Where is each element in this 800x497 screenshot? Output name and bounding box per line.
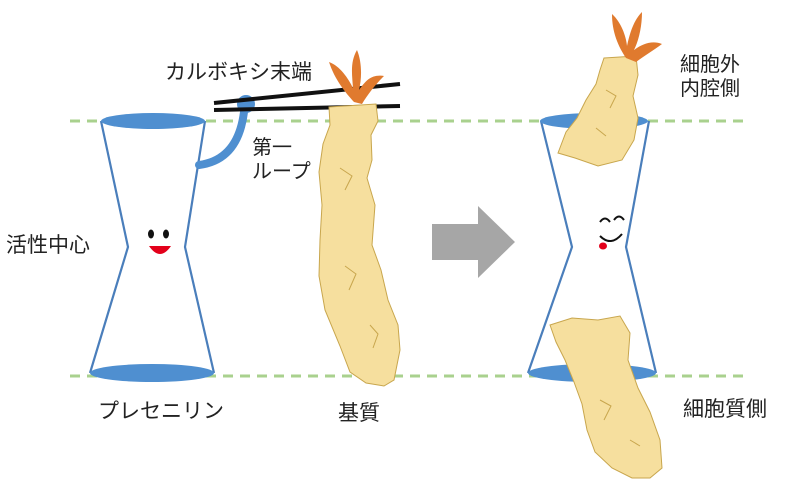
label-extracellular: 細胞外 内腔側 [680, 52, 740, 100]
substrate-tip-right [612, 12, 662, 62]
label-substrate: 基質 [338, 401, 380, 425]
label-presenilin: プレセニリン [98, 399, 224, 423]
label-first-loop-line1: 第一 [252, 135, 292, 159]
substrate-fragment-top [557, 12, 662, 167]
first-loop [195, 108, 248, 169]
label-cytoplasmic: 細胞質側 [683, 397, 767, 421]
face-right-tongue [599, 242, 607, 250]
label-first-loop-line2: ループ [252, 159, 311, 183]
face-right-mouth [599, 233, 623, 242]
face-left-eye-2 [163, 229, 169, 239]
substrate-tip-middle [329, 50, 384, 104]
face-right [599, 215, 625, 250]
label-active-site: 活性中心 [6, 233, 90, 257]
face-right-eye [599, 217, 611, 223]
transition-arrow [432, 206, 515, 278]
label-extracellular-line1: 細胞外 [680, 52, 740, 76]
label-extracellular-line2: 内腔側 [680, 76, 740, 100]
face-right-eye-2 [613, 215, 625, 221]
presenilin-left [88, 113, 216, 382]
face-left-smile [149, 246, 171, 254]
presenilin-left-bottom-ellipse [90, 364, 214, 382]
label-carboxy-terminus: カルボキシ末端 [165, 60, 312, 84]
presenilin-left-top-ellipse [101, 113, 205, 129]
label-first-loop: 第一 ループ [252, 135, 311, 183]
face-left-eye [148, 229, 154, 239]
substrate-middle [318, 50, 401, 387]
substrate-fragment-bottom [549, 315, 663, 479]
